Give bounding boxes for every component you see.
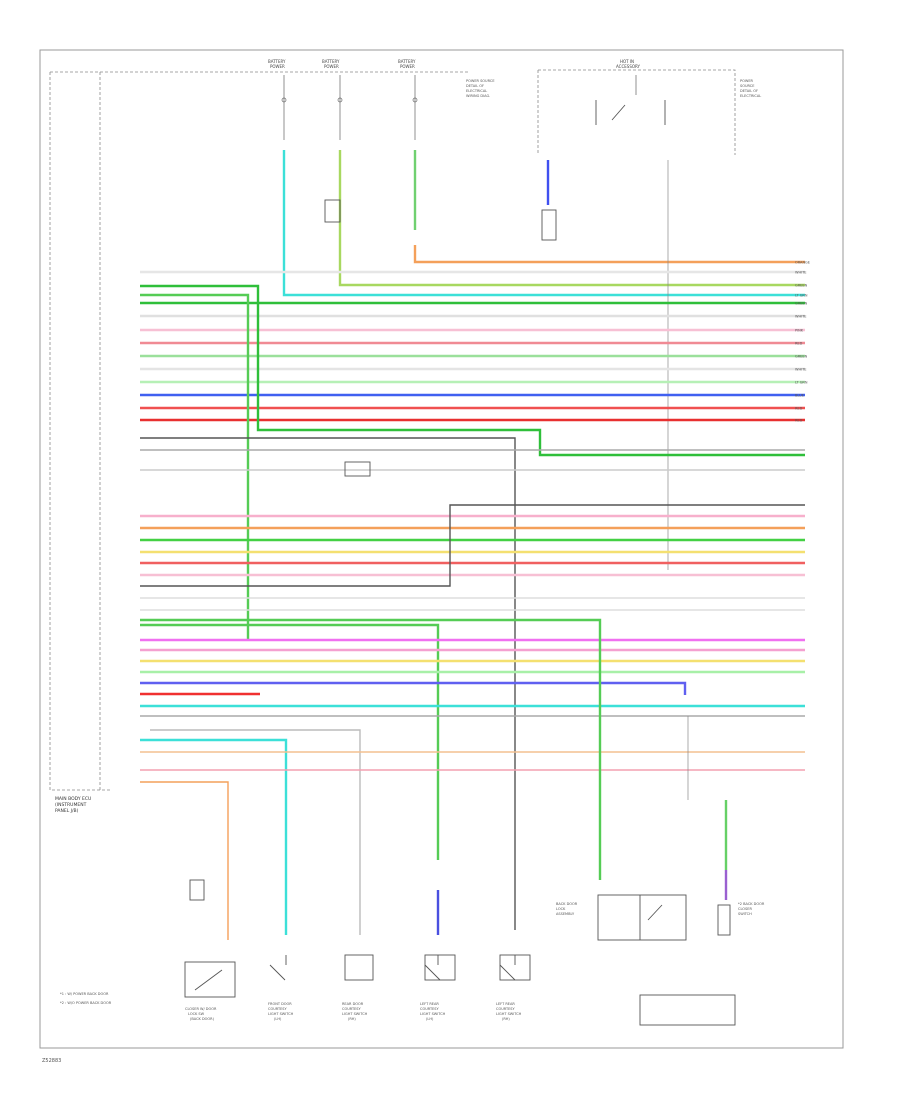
svg-text:CLOSER: CLOSER <box>738 907 752 911</box>
svg-text:(LH): (LH) <box>274 1017 282 1021</box>
svg-text:CLOSER W/ DOOR: CLOSER W/ DOOR <box>185 1007 217 1011</box>
right-wire-label: WHITE <box>795 271 806 275</box>
svg-text:(RH): (RH) <box>348 1017 356 1021</box>
fuse-drops <box>281 75 666 140</box>
svg-text:*2 BACK DOOR: *2 BACK DOOR <box>738 902 765 906</box>
svg-text:(LH): (LH) <box>426 1017 434 1021</box>
svg-text:ELECTRICAL: ELECTRICAL <box>740 94 761 98</box>
svg-text:BACK DOOR: BACK DOOR <box>556 902 578 906</box>
right-wire-label: RED <box>795 342 803 346</box>
svg-text:LIGHT SWITCH: LIGHT SWITCH <box>420 1012 446 1016</box>
right-wire-label: RED <box>795 419 803 423</box>
right-wire-labels: ORANGE WHITE GREEN LT GRN GREEN WHITE PINK RED G… <box>795 261 810 423</box>
svg-text:ELECTRICAL: ELECTRICAL <box>466 89 487 93</box>
right-wire-label: LT GRN <box>795 381 808 385</box>
svg-text:LOCK: LOCK <box>556 907 566 911</box>
ecu-outline <box>49 71 470 791</box>
svg-text:REAR DOOR: REAR DOOR <box>342 1002 364 1006</box>
svg-text:BATTERY: BATTERY <box>322 59 340 64</box>
svg-text:MAIN BODY ECU: MAIN BODY ECU <box>55 796 91 802</box>
svg-text:LEFT REAR: LEFT REAR <box>496 1002 515 1006</box>
svg-text:LIGHT SWITCH: LIGHT SWITCH <box>342 1012 368 1016</box>
svg-text:SWITCH: SWITCH <box>738 912 752 916</box>
top-fuse-labels: BATTERY POWER BATTERY POWER BATTERY POWE… <box>268 59 761 98</box>
right-wire-label: WHITE <box>795 315 806 319</box>
harness-wires <box>140 270 805 940</box>
right-wire-label: PINK <box>795 329 804 333</box>
svg-text:SOURCE: SOURCE <box>740 84 754 88</box>
right-wire-label: GREEN <box>795 355 808 359</box>
diagram-frame <box>39 49 844 1049</box>
svg-text:COURTESY: COURTESY <box>420 1007 440 1011</box>
svg-text:HOT IN: HOT IN <box>620 59 634 64</box>
svg-text:POWER: POWER <box>740 79 754 83</box>
svg-text:(RH): (RH) <box>502 1017 510 1021</box>
footer-code: Z52883 <box>42 1058 61 1064</box>
svg-text:BATTERY: BATTERY <box>398 59 416 64</box>
svg-text:LEFT REAR: LEFT REAR <box>420 1002 439 1006</box>
svg-text:*1 : W/ POWER BACK DOOR: *1 : W/ POWER BACK DOOR <box>60 992 109 996</box>
svg-text:WIRING DIAG.: WIRING DIAG. <box>466 94 490 98</box>
svg-text:COURTESY: COURTESY <box>496 1007 516 1011</box>
svg-text:ACCESSORY: ACCESSORY <box>616 64 641 69</box>
switch-labels: CLOSER W/ DOOR LOCK SW (BACK DOOR) FRONT… <box>185 902 765 1021</box>
bottom-switches <box>184 879 531 998</box>
fuse-relay-outline <box>537 69 736 155</box>
svg-text:POWER SOURCE: POWER SOURCE <box>466 79 495 83</box>
right-wire-label: ORANGE <box>795 261 810 265</box>
right-wire-label: RED <box>795 407 803 411</box>
svg-text:POWER: POWER <box>270 64 285 69</box>
right-wire-label: GREEN <box>795 302 808 306</box>
right-wire-label: GREEN <box>795 284 808 288</box>
top-vertical-wires <box>282 150 805 570</box>
svg-text:DETAIL OF: DETAIL OF <box>466 84 484 88</box>
svg-text:LIGHT SWITCH: LIGHT SWITCH <box>268 1012 294 1016</box>
right-wire-label: BLUE <box>795 394 804 398</box>
svg-text:(BACK DOOR): (BACK DOOR) <box>190 1017 215 1021</box>
svg-text:POWER: POWER <box>324 64 339 69</box>
svg-text:LIGHT SWITCH: LIGHT SWITCH <box>496 1012 522 1016</box>
ecu-caption: MAIN BODY ECU (INSTRUMENT PANEL J/B) <box>55 796 91 814</box>
right-wire-label: WHITE <box>795 368 806 372</box>
svg-text:DETAIL OF: DETAIL OF <box>740 89 758 93</box>
svg-text:COURTESY: COURTESY <box>268 1007 288 1011</box>
svg-text:PANEL J/B): PANEL J/B) <box>55 808 79 814</box>
svg-text:COURTESY: COURTESY <box>342 1007 362 1011</box>
svg-text:FRONT DOOR: FRONT DOOR <box>268 1002 292 1006</box>
svg-text:ASSEMBLY: ASSEMBLY <box>556 912 575 916</box>
svg-text:LOCK SW: LOCK SW <box>188 1012 205 1016</box>
right-wire-label: LT GRN <box>795 294 808 298</box>
svg-text:BATTERY: BATTERY <box>268 59 286 64</box>
legend: *1 : W/ POWER BACK DOOR *2 : W/O POWER B… <box>60 992 112 1005</box>
svg-text:POWER: POWER <box>400 64 415 69</box>
mid-components <box>344 461 736 1026</box>
svg-text:(INSTRUMENT: (INSTRUMENT <box>55 802 87 808</box>
svg-text:*2 : W/O POWER BACK DOOR: *2 : W/O POWER BACK DOOR <box>60 1001 112 1005</box>
